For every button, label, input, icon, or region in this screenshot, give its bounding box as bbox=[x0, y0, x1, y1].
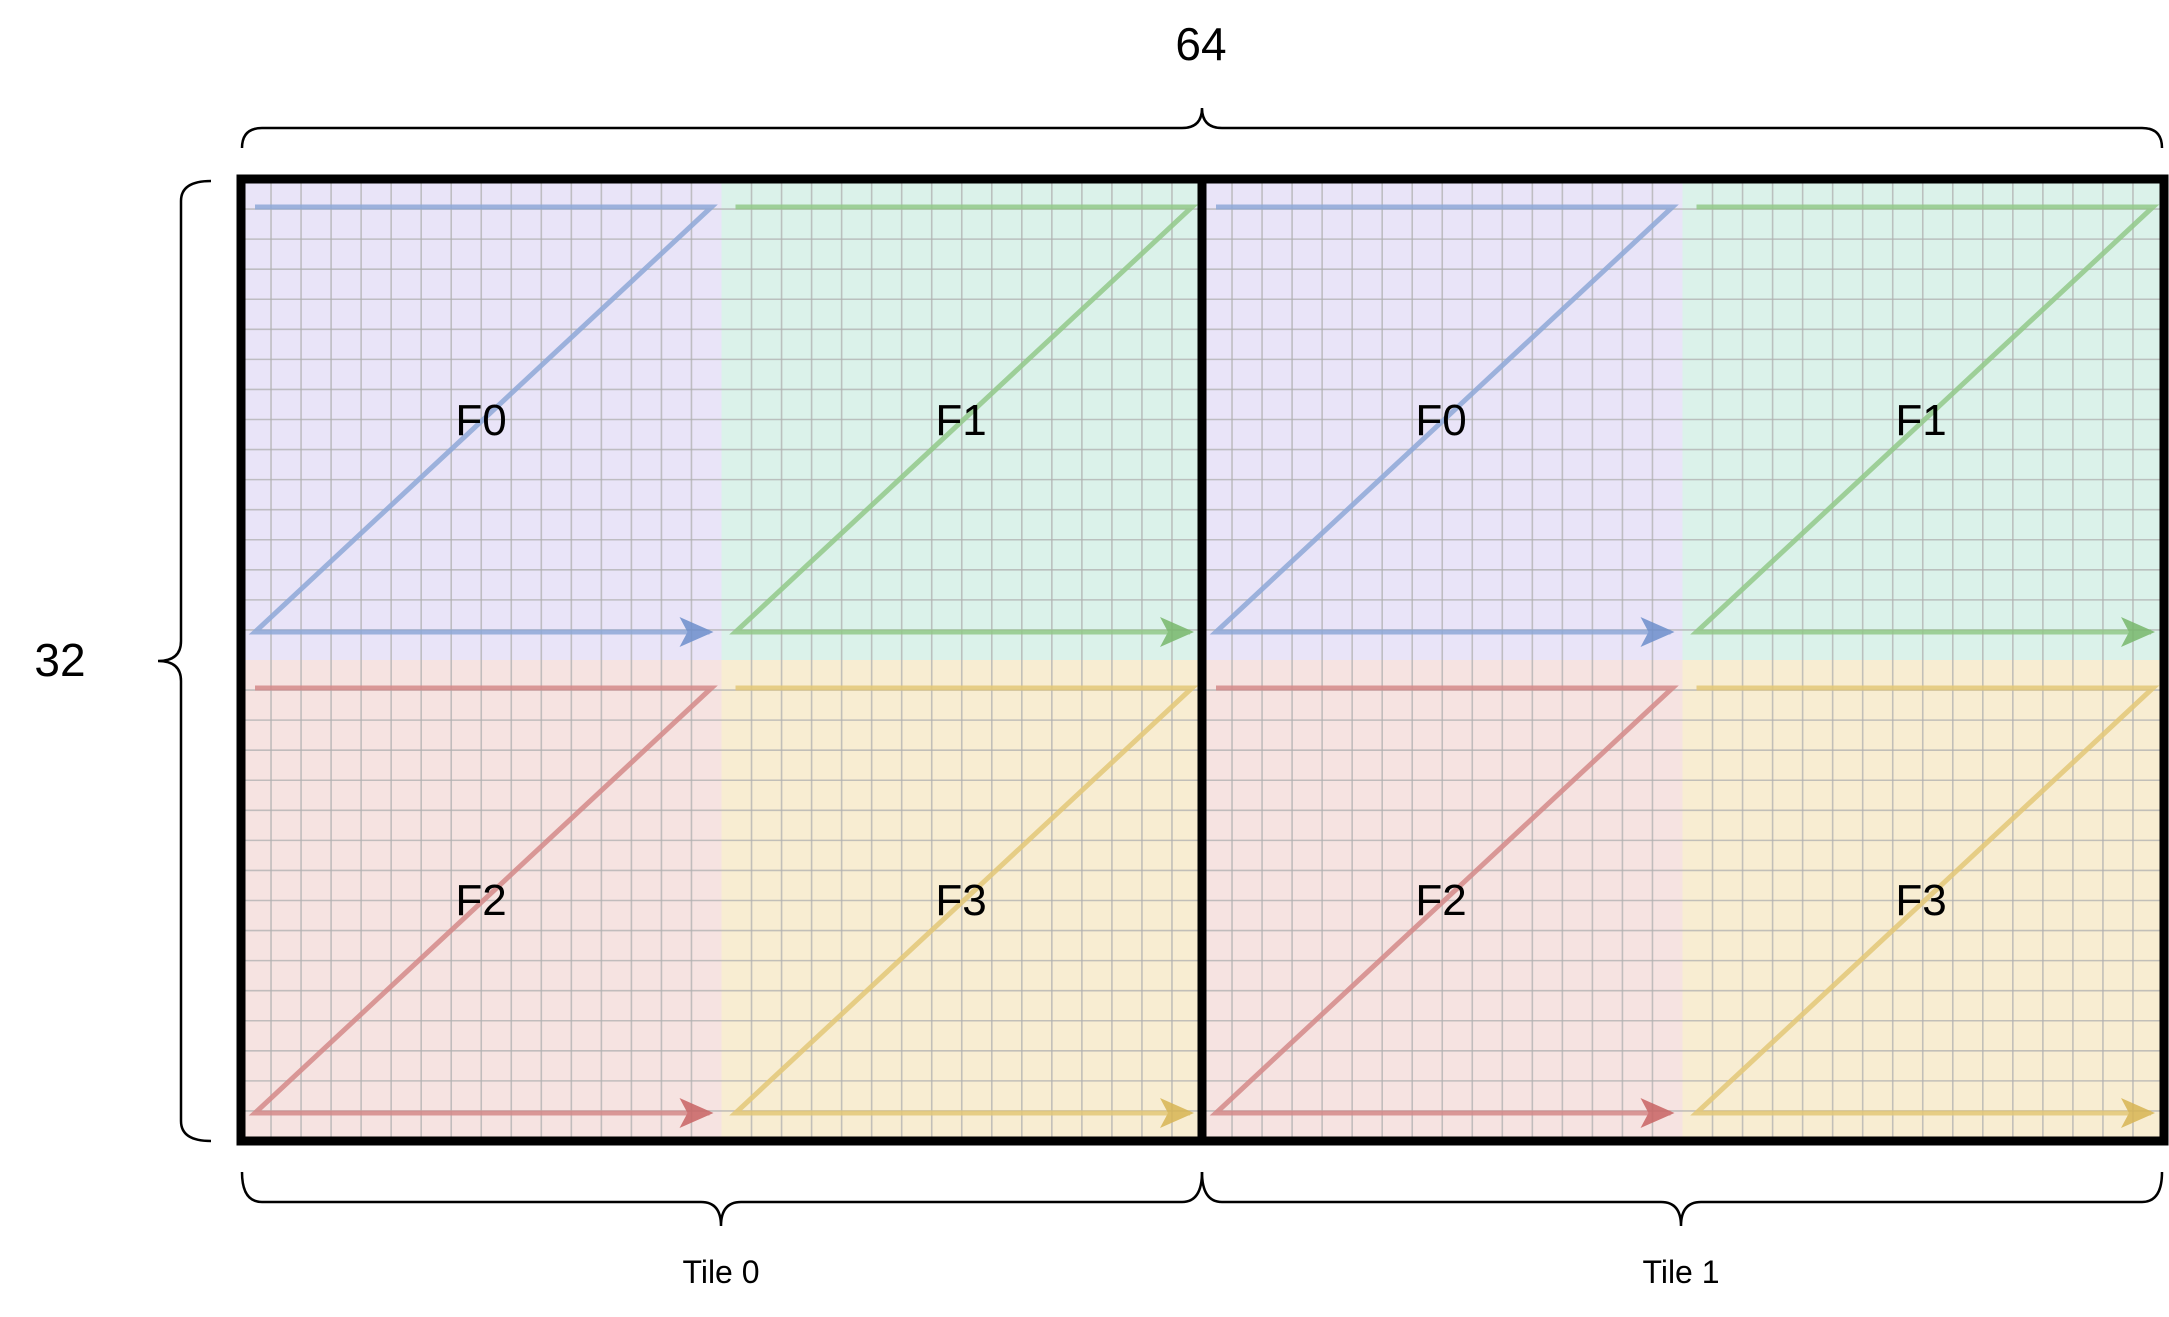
tile-1-f3-scan-path bbox=[1690, 685, 2160, 1128]
tile-1-f1-label: F1 bbox=[1895, 396, 1946, 445]
tile-1-border bbox=[1197, 174, 2169, 1146]
quadrant-labels: F0 F1 F2 F3 F0 F1 F2 F3 bbox=[455, 396, 1946, 925]
left-brace bbox=[157, 179, 212, 1143]
tile-0-f1-scan-path bbox=[729, 204, 1199, 647]
tile-0-f2-scan-path bbox=[248, 685, 718, 1128]
tile-1-f0-scan-path bbox=[1209, 204, 1679, 647]
scan-paths bbox=[248, 204, 2160, 1128]
tile-1-brace bbox=[1200, 1171, 2164, 1227]
tile-0-f2-label: F2 bbox=[455, 876, 506, 925]
tile-1-label: Tile 1 bbox=[1642, 1254, 1719, 1290]
height-label: 32 bbox=[34, 634, 85, 686]
top-brace bbox=[240, 107, 2164, 149]
tile-0-f1-label: F1 bbox=[935, 396, 986, 445]
grid-lines bbox=[241, 179, 2163, 1141]
width-label: 64 bbox=[1175, 18, 1226, 70]
tile-0-label: Tile 0 bbox=[682, 1254, 759, 1290]
tile-0-f3-scan-path bbox=[729, 685, 1199, 1128]
tile-0-f0-scan-path bbox=[248, 204, 718, 647]
tile-1-f3-label: F3 bbox=[1895, 876, 1946, 925]
braces bbox=[157, 107, 2164, 1227]
tile-1-f2-scan-path bbox=[1209, 685, 1679, 1128]
tile-1-f0-label: F0 bbox=[1415, 396, 1466, 445]
tile-0-f0-label: F0 bbox=[455, 396, 506, 445]
tile-0-f3-label: F3 bbox=[935, 876, 986, 925]
tile-1-f2-label: F2 bbox=[1415, 876, 1466, 925]
tile-0-brace bbox=[240, 1171, 1204, 1227]
tile-1-f1-scan-path bbox=[1690, 204, 2160, 647]
